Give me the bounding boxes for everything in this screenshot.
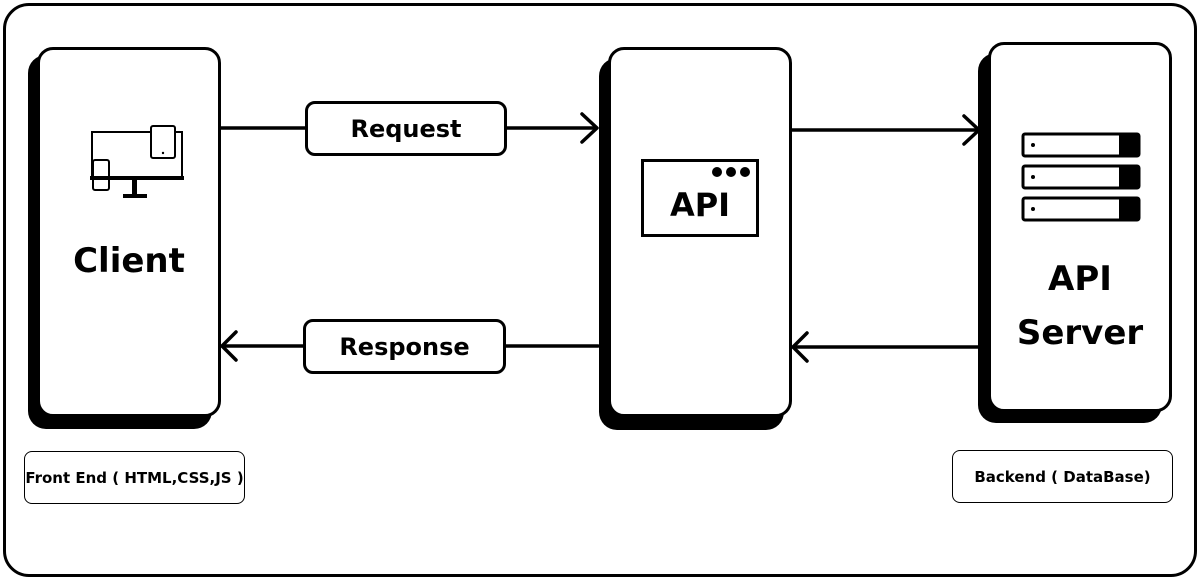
api-window: API: [641, 159, 759, 237]
request-label: Request: [305, 101, 507, 156]
response-arrowhead: [220, 330, 238, 362]
response-label: Response: [303, 319, 506, 374]
client-note: Front End ( HTML,CSS,JS ): [24, 451, 245, 504]
window-dot: [726, 167, 736, 177]
request-arrowhead: [580, 112, 599, 144]
server-label: API Server: [991, 252, 1169, 360]
server-note: Backend ( DataBase): [952, 450, 1173, 503]
server-to-api-arrowhead: [791, 331, 809, 363]
server-rack-icon: [1021, 132, 1141, 222]
api-label: API: [669, 186, 731, 224]
server-label-line1: API: [1048, 259, 1112, 299]
devices-icon: [90, 125, 184, 198]
window-dot: [740, 167, 750, 177]
client-label: Client: [73, 241, 185, 281]
server-card: API Server: [988, 42, 1172, 412]
server-label-line2: Server: [1016, 313, 1144, 353]
api-card: API: [608, 47, 792, 417]
window-dot: [712, 167, 722, 177]
client-card: Client: [37, 47, 221, 417]
